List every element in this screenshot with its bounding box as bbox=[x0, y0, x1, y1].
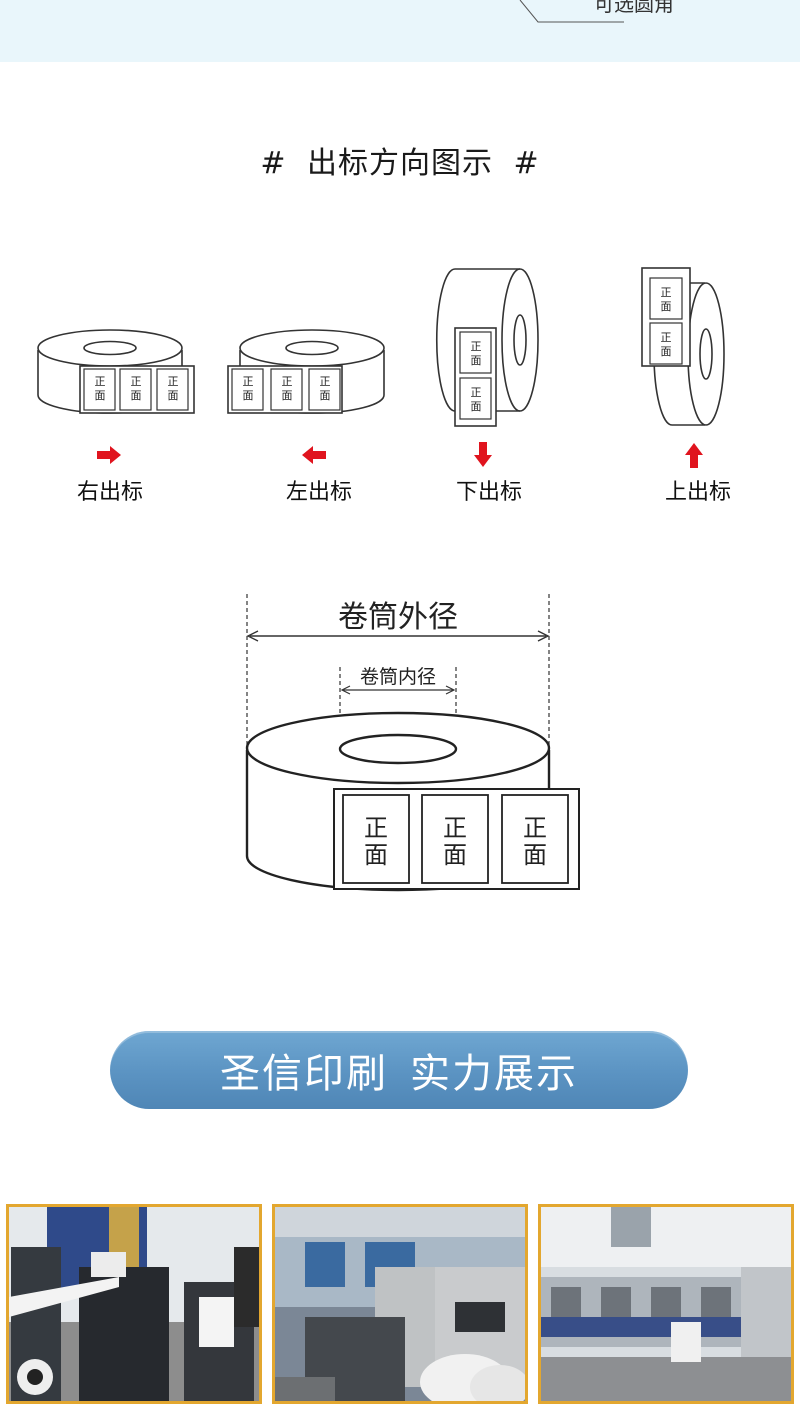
digital-label-press-photo bbox=[6, 1204, 262, 1404]
label-face-text: 正 bbox=[131, 375, 142, 388]
offset-printing-machine-photo bbox=[272, 1204, 528, 1404]
direction-label-down: 下出标 bbox=[455, 480, 522, 505]
callout-line bbox=[519, 0, 624, 23]
factory-photos bbox=[6, 1204, 796, 1404]
arrow-left-icon bbox=[302, 446, 326, 464]
label-face-text: 面 bbox=[661, 300, 672, 313]
label-face-text: 面 bbox=[131, 389, 142, 402]
label-face-text: 面 bbox=[243, 389, 254, 402]
label-face-text: 面 bbox=[282, 389, 293, 402]
face-texts: 正面 正面 正面 正面 正面 正面 正面 正面 正面 正面 bbox=[95, 286, 672, 413]
label-face-text: 正 bbox=[168, 375, 179, 388]
strength-banner: 圣信印刷 实力展示 bbox=[110, 1031, 688, 1109]
label-face-text: 正 bbox=[471, 340, 482, 353]
label-face-text: 面 bbox=[471, 354, 482, 367]
direction-label-right: 右出标 bbox=[76, 480, 143, 505]
inner-diameter-label: 卷筒内径 bbox=[359, 666, 436, 688]
label-face-text: 面 bbox=[471, 400, 482, 413]
top-band: 可选圆角 bbox=[0, 0, 800, 62]
label-face-text: 正 bbox=[95, 375, 106, 388]
label-face-text: 面 bbox=[443, 841, 467, 869]
label-face-text: 正 bbox=[243, 375, 254, 388]
label-face-text: 面 bbox=[320, 389, 331, 402]
label-face-text: 面 bbox=[168, 389, 179, 402]
label-face-text: 面 bbox=[523, 841, 547, 869]
label-face-text: 正 bbox=[364, 814, 388, 842]
faces-up-out bbox=[649, 277, 683, 365]
direction-label-up: 上出标 bbox=[664, 480, 731, 505]
label-face-text: 正 bbox=[661, 331, 672, 344]
faces-down-out bbox=[459, 331, 492, 420]
section-title: # 出标方向图示 # bbox=[0, 138, 800, 182]
rounded-corner-note: 可选圆角 bbox=[594, 0, 674, 16]
label-face-text: 正 bbox=[443, 814, 467, 842]
title-text: 出标方向图示 bbox=[307, 146, 493, 181]
roll-size-diagram: 正面 正面 正面 bbox=[245, 594, 580, 892]
label-face-text: 面 bbox=[95, 389, 106, 402]
label-face-text: 正 bbox=[471, 386, 482, 399]
label-face-text: 正 bbox=[661, 286, 672, 299]
arrow-down-icon bbox=[474, 442, 492, 467]
label-face-text: 面 bbox=[661, 345, 672, 358]
banner-subtitle: 实力展示 bbox=[410, 1051, 578, 1097]
title-hash-left: # bbox=[260, 146, 287, 181]
title-hash-right: # bbox=[513, 146, 540, 181]
outer-diameter-label: 卷筒外径 bbox=[338, 600, 458, 635]
label-face-text: 正 bbox=[282, 375, 293, 388]
arrow-up-icon bbox=[685, 443, 703, 468]
orientation-diagrams: 正面 正面 正面 正面 正面 正面 正面 正面 正面 正面 bbox=[37, 267, 725, 468]
flexo-printing-line-photo bbox=[538, 1204, 794, 1404]
banner-company: 圣信印刷 bbox=[220, 1051, 388, 1097]
direction-label-left: 左出标 bbox=[285, 480, 352, 505]
label-face-text: 面 bbox=[364, 841, 388, 869]
label-face-text: 正 bbox=[320, 375, 331, 388]
arrow-right-icon bbox=[97, 446, 121, 464]
label-face-text: 正 bbox=[523, 814, 547, 842]
